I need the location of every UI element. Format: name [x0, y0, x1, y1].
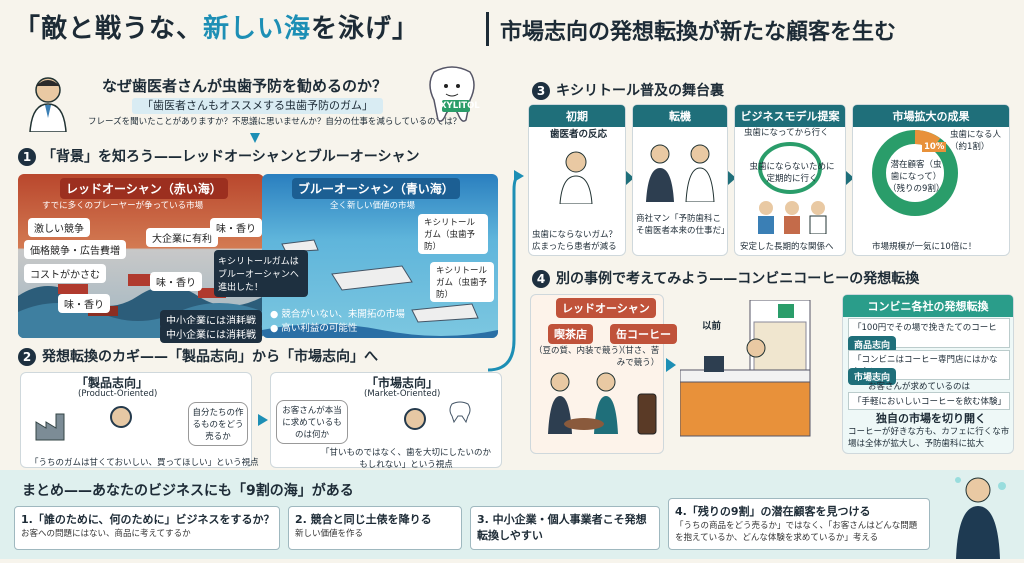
step-business-model: ビジネスモデル提案 [734, 104, 846, 256]
summary-item: 3. 中小企業・個人事業者こそ発想転換しやすい [470, 506, 660, 550]
summary-item-sub: 新しい価値を作る [295, 529, 364, 539]
blue-ocean-arrow-text: キシリトールガムはブルーオーシャンへ進出した！ [214, 250, 308, 297]
conv-result-head: 独自の市場を切り開く [876, 412, 986, 425]
product-bubble: 自分たちの作るものをどう売るか [188, 402, 248, 446]
red-note: 中小企業には消耗戦 [160, 324, 262, 343]
intro-gum-line: 「歯医者さんもオススメする虫歯予防のガム」 [132, 98, 383, 114]
subtitle: 市場志向の発想転換が新たな顧客を生む [500, 20, 897, 45]
can-label: 缶コーヒー [610, 324, 677, 344]
title-divider [486, 12, 489, 46]
step-head: 転機 [633, 105, 727, 127]
dentist-avatar [26, 74, 70, 133]
market-heading: 「市場志向」 [366, 376, 439, 390]
down-arrow-icon [248, 130, 262, 144]
coffee-can-icon [636, 392, 658, 436]
handshake-figure [640, 140, 720, 203]
customer-figure [404, 408, 426, 430]
market-bubble: お客さんが本当に求めているものは何か [276, 400, 348, 444]
conv-q3b: 「手軽においしいコーヒーを飲む体験」 [848, 392, 1010, 410]
summary-item-sub: 「うちの商品をどう売るか」ではなく、「お客さんはどんな問題を抱えているか、どんな… [675, 521, 918, 543]
salesman-figure [110, 406, 132, 428]
market-quote: 「甘いものではなく、歯を大切にしたいのかもしれない」という視点 [320, 448, 491, 470]
diver-figure [942, 470, 1012, 559]
step-text: 商社マン「予防歯科こそ歯医者本来の仕事だ」 [636, 214, 730, 236]
step-arrow-icon [728, 170, 736, 189]
can-text: （甘さ、苦みで競う） [616, 346, 660, 368]
red-ocean-heading: レッドオーシャン（赤い海） [60, 178, 228, 199]
summary-item: 2. 競合と同じ土俵を降りる新しい価値を作る [288, 506, 462, 550]
summary-title: まとめ——あなたのビジネスにも「9割の海」がある [22, 483, 354, 499]
step-sub: 歯医者の反応 [550, 129, 608, 140]
red-tag: 大企業に有利 [146, 228, 218, 247]
blue-ocean-panel [262, 174, 498, 338]
donut-center: 潜在顧客（虫歯になって）（残りの9割） [888, 160, 945, 194]
red-tag: 価格競争・広告費増 [24, 240, 126, 259]
product-quote: 「うちのガムは甘くておいしい、買ってほしい」という視点 [30, 458, 259, 468]
summary-item: 1.「誰のために、何のために」ビジネスをするか？ お客への問題にはない、商品に考え… [14, 506, 280, 550]
market-en: (Market-Oriented) [364, 389, 441, 399]
conv-heading: コンビニ各社の発想転換 [843, 295, 1013, 317]
tooth-icon [448, 400, 472, 424]
before-label: 以前 [702, 321, 722, 332]
intro-body: フレーズを聞いたことがありますか？不思議に思いませんか？自分の仕事を減らしている… [88, 117, 462, 127]
cafe-label: 喫茶店 [548, 324, 593, 344]
donut-pct-label: 虫歯になる人（約1割） [950, 130, 1002, 152]
section1-title: 1「背景」を知ろう——レッドオーシャンとブルーオーシャン [18, 146, 419, 166]
step-turning: 転機 [632, 104, 728, 256]
blue-point: ● 競合がいない、未開拓の市場 [270, 309, 405, 320]
product-en: (Product-Oriented) [78, 389, 158, 399]
conv-tag2: 市場志向 [848, 368, 897, 385]
intro-question: なぜ歯医者さんが虫歯予防を勧めるのか？ [102, 77, 388, 95]
family-figure [752, 198, 832, 235]
step-arrow-icon [626, 170, 634, 189]
gum-label: キシリトールガム（虫歯予防） [430, 262, 494, 302]
blue-ocean-caption: 全く新しい価値の市場 [330, 201, 416, 211]
step-text: 虫歯にならないガム？広まったら患者が減る [532, 230, 618, 252]
step-head: ビジネスモデル提案 [735, 105, 845, 127]
summary-item-title: 2. 競合と同じ土俵を降りる [295, 513, 432, 526]
step-arrow-icon [846, 170, 854, 189]
step-bottom: 安定した長期的な関係へ [740, 242, 834, 252]
conv-tag1: 商品志向 [848, 336, 897, 353]
summary-item: 4.「残りの9割」の潜在顧客を見つける「うちの商品をどう売るか」ではなく、「お客… [668, 498, 930, 550]
blue-ocean-heading: ブルーオーシャン（青い海） [292, 178, 460, 199]
right-arrow-icon [256, 412, 270, 432]
product-heading: 「製品志向」 [76, 376, 149, 390]
red-tag: 味・香り [58, 294, 110, 313]
step-text: 虫歯にならないために定期的に行く [749, 162, 835, 184]
convenience-store-illustration [679, 299, 840, 456]
step-sub: 虫歯になってから行く [744, 128, 829, 138]
xylitol-logo: XYLITOL [440, 101, 480, 111]
worried-dentist-figure [556, 148, 596, 205]
red-tag: コストがかさむ [24, 264, 106, 283]
cafe-text: （豆の質、内装で競う） [534, 346, 628, 356]
donut-percent: 10% [922, 142, 947, 152]
red-ocean-caption: すでに多くのプレーヤーが争っている市場 [42, 201, 204, 211]
summary-item-title: 4.「残りの9割」の潜在顧客を見つける [675, 505, 871, 518]
blue-point: ● 高い利益の可能性 [270, 323, 358, 334]
connector-arrow-icon [484, 80, 524, 380]
cycle-arrow-icon [750, 138, 830, 198]
summary-item-title: 1.「誰のために、何のために」ビジネスをするか？ [21, 513, 275, 526]
factory-icon [34, 406, 74, 442]
conv-q3a: お客さんが求めているのは [868, 382, 971, 392]
tooth-mascot [424, 64, 480, 126]
summary-item-title: 3. 中小企業・個人事業者こそ発想転換しやすい [477, 513, 647, 542]
coffee-red-label: レッドオーシャン [556, 298, 656, 318]
red-tag: 味・香り [210, 218, 262, 237]
red-tag: 激しい競争 [28, 218, 90, 237]
summary-item-sub: お客への問題にはない、商品に考えてするか [21, 529, 191, 539]
step-head: 市場拡大の成果 [853, 105, 1009, 127]
conv-result-text: コーヒーが好きな方も、カフェに行くな市場は全体が拡大し、予防歯科に拡大 [848, 427, 1010, 449]
cafe-couple-figure [540, 364, 630, 444]
red-tag: 味・香り [150, 272, 202, 291]
step-bottom: 市場規模が一気に10倍に！ [872, 242, 977, 252]
main-title: 「敵と戦うな、新しい海を泳げ」 [14, 14, 420, 44]
right-arrow-icon [664, 356, 678, 378]
step-head: 初期 [529, 105, 625, 127]
gum-label: キシリトールガム（虫歯予防） [418, 214, 488, 254]
